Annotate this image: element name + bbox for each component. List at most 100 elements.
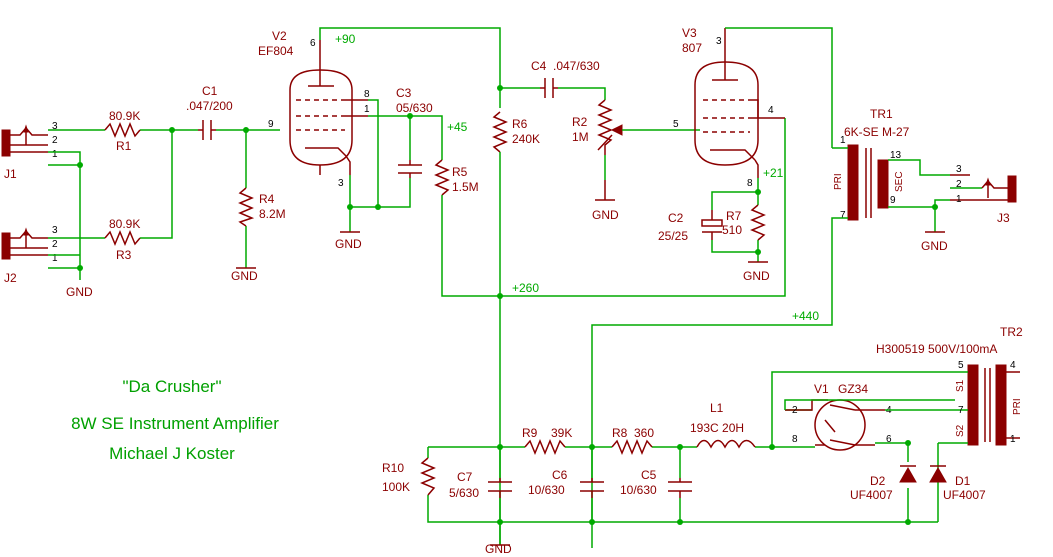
j3-pin-3: 3: [956, 164, 962, 175]
jack-j3: J3: [950, 174, 1017, 225]
j1-pin-1: 1: [52, 149, 58, 160]
r8-name: R8: [612, 426, 628, 440]
c7-value: 5/630: [449, 486, 479, 500]
net-plus-90: +90: [335, 32, 356, 46]
l1-name: L1: [710, 401, 724, 415]
r6-name: R6: [512, 117, 528, 131]
tube-v3: V3 807: [682, 26, 785, 178]
j2-pin-2: 2: [52, 239, 58, 250]
c5-value: 10/630: [620, 483, 657, 497]
r3-value: 80.9K: [109, 217, 140, 231]
v3-name: V3: [682, 26, 697, 40]
resistor-r8: R8 360: [611, 426, 654, 455]
c3-value: 05/630: [396, 101, 433, 115]
resistor-r7: R7 510: [722, 204, 766, 241]
j1-label: J1: [4, 167, 17, 181]
j3-label: J3: [997, 211, 1010, 225]
tr1-pin-13: 13: [890, 150, 902, 161]
d1-name: D1: [955, 474, 971, 488]
title-line-2: 8W SE Instrument Amplifier: [71, 414, 279, 433]
gnd-label-v3: GND: [743, 269, 770, 283]
resistor-r10: R10 100K: [382, 457, 436, 496]
r4-value: 8.2M: [259, 207, 286, 221]
d2-name: D2: [870, 474, 886, 488]
jack-j1: J1: [1, 124, 48, 181]
tr1-pin-7: 7: [840, 210, 846, 221]
tr2-pin-5: 5: [958, 360, 964, 371]
c4-name: C4: [531, 59, 547, 73]
d2-value: UF4007: [850, 488, 893, 502]
v2-pin-3: 3: [338, 178, 344, 189]
r2-name: R2: [572, 115, 588, 129]
tr2-s1-label: S1: [955, 379, 966, 392]
v1-pin-2: 2: [792, 405, 798, 416]
jack-j2: J2: [1, 227, 48, 285]
capacitor-c3: C3 05/630: [396, 86, 433, 178]
v2-name: V2: [272, 29, 287, 43]
c2-value: 25/25: [658, 229, 688, 243]
c6-name: C6: [552, 468, 568, 482]
tr2-pin-4: 4: [1010, 360, 1016, 371]
v3-value: 807: [682, 41, 702, 55]
r10-value: 100K: [382, 480, 410, 494]
l1-value: 193C 20H: [690, 421, 744, 435]
net-plus-45: +45: [447, 120, 468, 134]
tr1-pin-9: 9: [890, 195, 896, 206]
v3-pin-4: 4: [768, 105, 774, 116]
tube-v2: V2 EF804: [258, 29, 368, 175]
resistor-r1: 80.9K R1: [104, 109, 141, 153]
capacitor-c6: C6 10/630: [528, 468, 604, 498]
tr1-pin-1: 1: [840, 135, 846, 146]
v2-value: EF804: [258, 44, 294, 58]
r1-value: 80.9K: [109, 109, 140, 123]
tr1-sec-label: SEC: [894, 171, 905, 192]
resistor-r5: R5 1.5M: [434, 159, 479, 196]
r9-value: 39K: [551, 426, 572, 440]
potentiometer-r2: R2 1M: [572, 99, 623, 155]
capacitor-c1: C1 .047/200: [186, 84, 233, 140]
r9-name: R9: [522, 426, 538, 440]
j2-pin-1: 1: [52, 253, 58, 264]
v1-name: V1: [814, 382, 829, 396]
inductor-l1: L1 193C 20H: [690, 401, 756, 449]
r8-value: 360: [634, 426, 654, 440]
c4-value: .047/630: [553, 59, 600, 73]
r7-value: 510: [722, 223, 742, 237]
net-plus-440: +440: [792, 309, 819, 323]
gnd-label-input: GND: [66, 285, 93, 299]
gnd-label-r2: GND: [592, 208, 619, 222]
transformer-tr2: TR2 H300519 500V/100mA S1 S2 PRI: [876, 325, 1023, 446]
j1-pin-3: 3: [52, 121, 58, 132]
resistor-r4: R4 8.2M: [238, 187, 286, 227]
r5-value: 1.5M: [452, 180, 479, 194]
diode-d2: D2 UF4007: [850, 465, 917, 502]
r7-name: R7: [726, 209, 742, 223]
c2-name-visible: C2: [668, 211, 684, 225]
v1-value: GZ34: [838, 382, 868, 396]
gnd-label-v2: GND: [335, 237, 362, 251]
c3-name: C3: [396, 86, 412, 100]
r5-name: R5: [452, 165, 468, 179]
v2-pin-1: 1: [364, 104, 370, 115]
tr2-value: H300519 500V/100mA: [876, 342, 997, 356]
c6-value: 10/630: [528, 483, 565, 497]
capacitor-c4: C4 .047/630: [531, 59, 600, 98]
c5-name: C5: [641, 468, 657, 482]
resistor-r3: 80.9K R3: [104, 217, 141, 262]
capacitor-c2: C2 C2 25/25: [658, 210, 723, 243]
net-plus-260: +260: [512, 281, 539, 295]
title-line-1: "Da Crusher": [123, 377, 222, 396]
diode-d1: D1 UF4007: [929, 465, 986, 502]
tr2-name: TR2: [1000, 325, 1023, 339]
tr1-value: 6K-SE M-27: [844, 125, 910, 139]
gnd-label-j3: GND: [921, 239, 948, 253]
gnd-label-r4: GND: [231, 269, 258, 283]
r10-name: R10: [382, 461, 404, 475]
j1-pin-2: 2: [52, 135, 58, 146]
j3-pin-2: 2: [956, 179, 962, 190]
capacitor-c5: C5 10/630: [620, 468, 692, 498]
tube-v1: V1 GZ34: [785, 382, 885, 451]
title-line-3: Michael J Koster: [109, 444, 235, 463]
net-plus-21: +21: [763, 166, 784, 180]
